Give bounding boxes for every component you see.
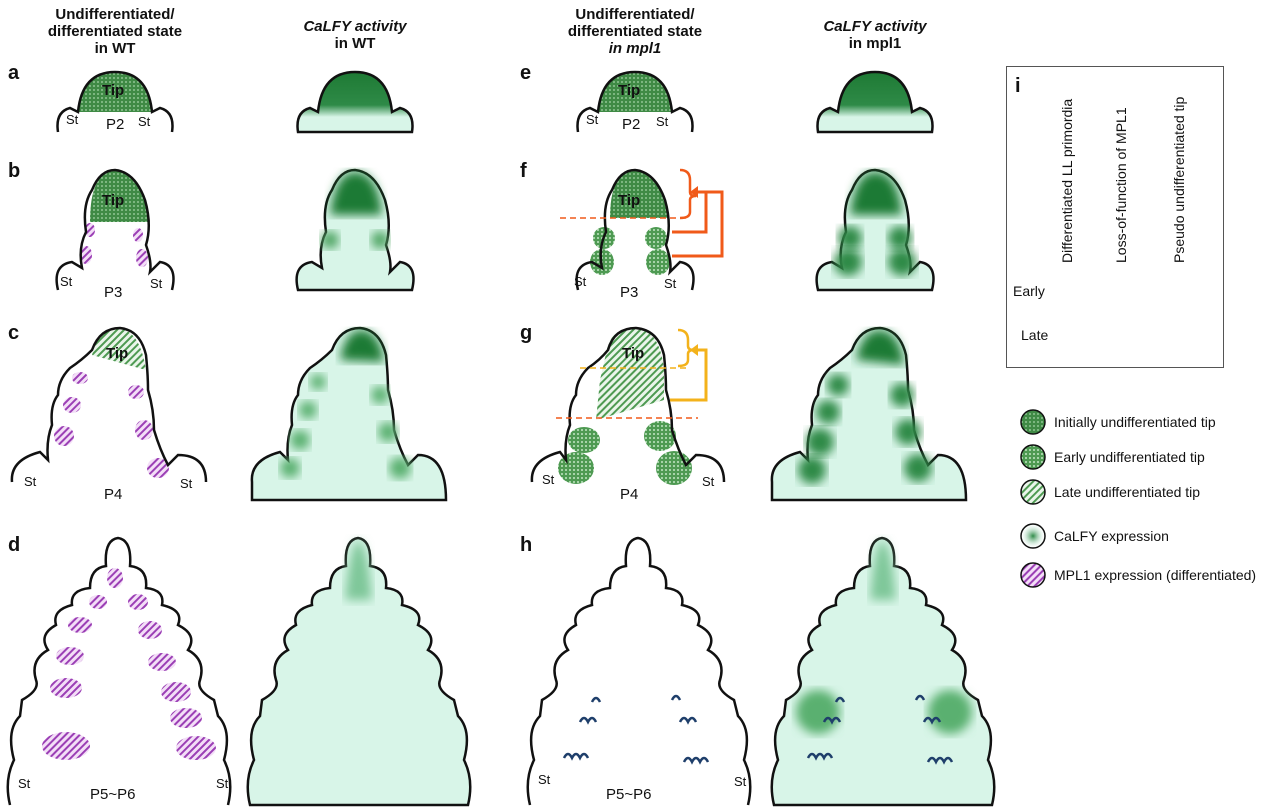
tip-label: Tip (618, 192, 640, 209)
header-wt-state: Undifferentiated/ differentiated state i… (20, 6, 210, 57)
header-wt-calfy: CaLFY activity in WT (260, 18, 450, 52)
panel-i-box: i Differentiated LL primordia Loss-of-fu… (1006, 66, 1224, 368)
panel-g-calfy (772, 328, 966, 500)
panel-i-row-late: Late (1021, 327, 1048, 343)
stage-label: P4 (104, 486, 122, 503)
stipule-label: St (18, 776, 30, 791)
legend-calfy: CaLFY expression (1054, 528, 1169, 544)
panel-letter-b: b (8, 160, 20, 183)
panel-h-shape (528, 538, 751, 805)
stage-label: P5~P6 (90, 786, 135, 803)
panel-b-calfy (297, 170, 414, 290)
stipule-label: St (66, 112, 78, 127)
stipule-label: St (24, 474, 36, 489)
stipule-label: St (702, 474, 714, 489)
legend-initial-tip: Initially undifferentiated tip (1054, 414, 1216, 430)
stipule-label: St (180, 476, 192, 491)
panel-f-calfy (817, 170, 934, 290)
stipule-label: St (656, 114, 668, 129)
panel-letter-f: f (520, 160, 527, 183)
stipule-label: St (734, 774, 746, 789)
panel-h-calfy (772, 538, 995, 805)
header-line: CaLFY activity (260, 18, 450, 35)
stage-label: P4 (620, 486, 638, 503)
header-line: in WT (260, 35, 450, 52)
tip-label: Tip (102, 192, 124, 209)
legend-late-tip: Late undifferentiated tip (1054, 484, 1200, 500)
stipule-label: St (216, 776, 228, 791)
header-line: in mpl1 (540, 40, 730, 57)
legend-mpl1: MPL1 expression (differentiated) (1054, 567, 1256, 583)
stage-label: P5~P6 (606, 786, 651, 803)
stage-label: P2 (106, 116, 124, 133)
header-line: CaLFY activity (780, 18, 970, 35)
panel-i-label-pseudo: Pseudo undifferentiated tip (1171, 97, 1187, 263)
stipule-label: St (138, 114, 150, 129)
header-line: Undifferentiated/ (540, 6, 730, 23)
header-line: in WT (20, 40, 210, 57)
panel-letter-g: g (520, 322, 532, 345)
panel-letter-a: a (8, 62, 19, 85)
panel-c-calfy (252, 328, 446, 500)
header-line: differentiated state (540, 23, 730, 40)
header-mpl1-calfy: CaLFY activity in mpl1 (780, 18, 970, 52)
header-mpl1-state: Undifferentiated/ differentiated state i… (540, 6, 730, 57)
header-line: differentiated state (20, 23, 210, 40)
stipule-label: St (586, 112, 598, 127)
tip-label: Tip (106, 345, 128, 362)
panel-letter-h: h (520, 534, 532, 557)
panel-b-shape (57, 170, 174, 290)
panel-i-label-differentiated: Differentiated LL primordia (1059, 99, 1075, 263)
panel-f-shape (560, 170, 722, 290)
tip-label: Tip (622, 345, 644, 362)
panel-letter-c: c (8, 322, 19, 345)
stipule-label: St (542, 472, 554, 487)
legend-early-tip: Early undifferentiated tip (1054, 449, 1205, 465)
panel-a-calfy (298, 72, 413, 132)
panel-e-calfy (818, 72, 933, 132)
panel-letter-d: d (8, 534, 20, 557)
stage-label: P2 (622, 116, 640, 133)
stage-label: P3 (620, 284, 638, 301)
stipule-label: St (664, 276, 676, 291)
panel-letter-i: i (1015, 75, 1021, 98)
stipule-label: St (538, 772, 550, 787)
stage-label: P3 (104, 284, 122, 301)
stipule-label: St (150, 276, 162, 291)
panel-i-label-loss-of-function: Loss-of-function of MPL1 (1113, 107, 1129, 263)
panel-d-calfy (248, 538, 471, 805)
header-line: Undifferentiated/ (20, 6, 210, 23)
panel-d-shape (8, 538, 231, 805)
stipule-label: St (574, 274, 586, 289)
stipule-label: St (60, 274, 72, 289)
panel-i-row-early: Early (1013, 283, 1045, 299)
legend-symbols (1021, 410, 1045, 587)
panel-letter-e: e (520, 62, 531, 85)
header-line: in mpl1 (780, 35, 970, 52)
tip-label: Tip (618, 82, 640, 99)
tip-label: Tip (102, 82, 124, 99)
